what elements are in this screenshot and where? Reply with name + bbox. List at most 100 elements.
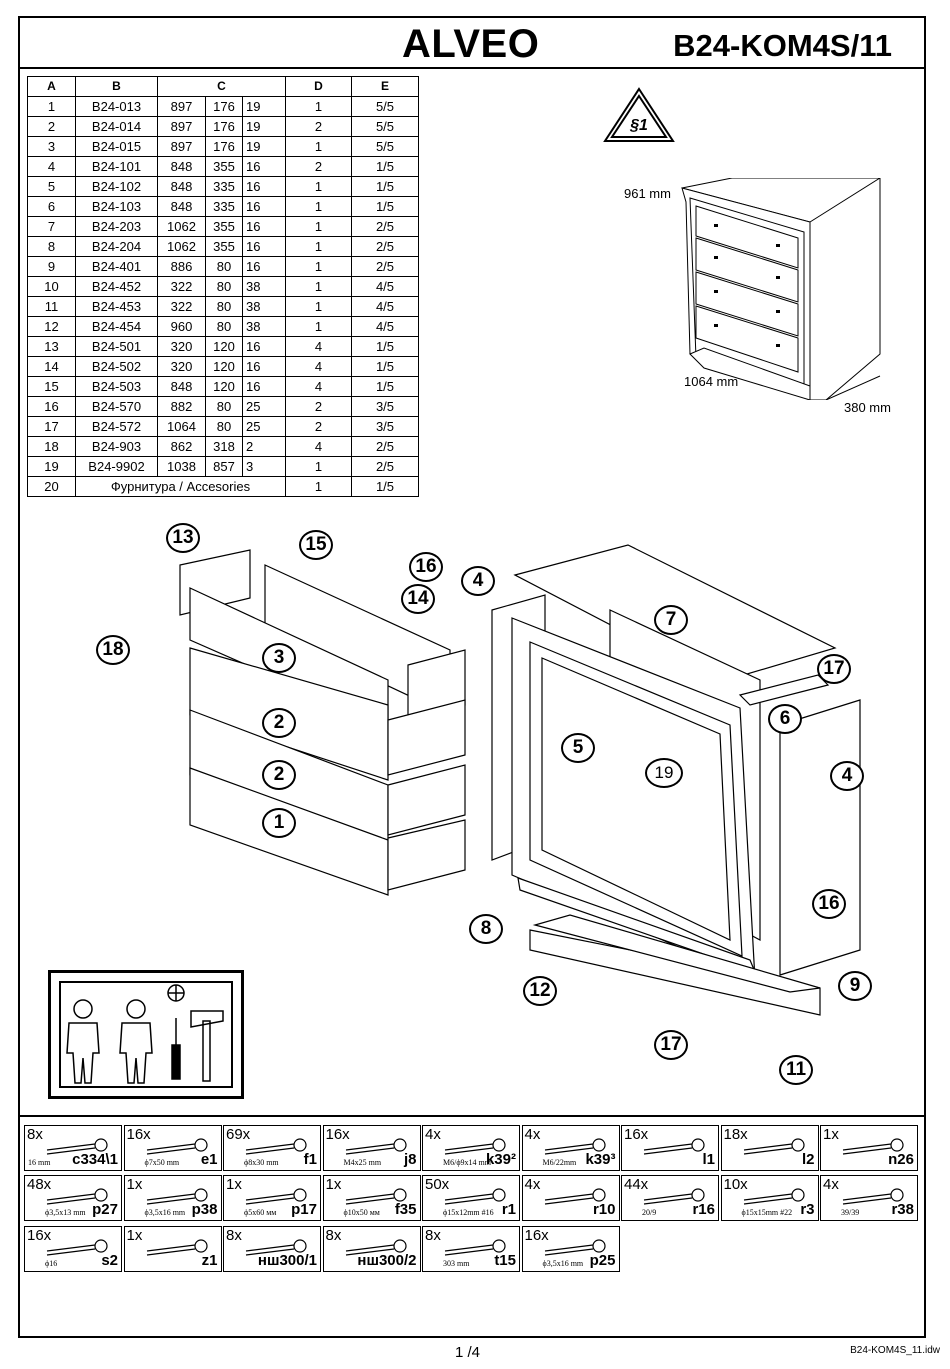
part-callout: 11 [779,1055,813,1085]
hardware-code: j8 [403,1151,417,1168]
header-c: C [157,76,286,97]
hardware-code: p38 [191,1201,218,1218]
row-code: B24-101 [75,156,158,177]
hardware-code: f1 [303,1151,317,1168]
row-box: 5/5 [351,136,419,157]
bolt-icon [345,1138,407,1155]
hardware-dimension: ϕ7x50 mm [144,1158,180,1167]
row-qty: 1 [285,316,352,337]
row-num: 9 [27,256,76,277]
row-thickness: 2 [242,436,286,457]
row-width: 80 [205,296,243,317]
row-num: 16 [27,396,76,417]
row-width: 318 [205,436,243,457]
row-length: 1062 [157,216,206,237]
hardware-code: e1 [200,1151,218,1168]
row-width: 80 [205,396,243,417]
part-callout: 3 [262,643,296,673]
row-num: 17 [27,416,76,437]
row-width: 335 [205,196,243,217]
row-code: B24-203 [75,216,158,237]
row-thickness: 16 [242,196,286,217]
row-width: 355 [205,216,243,237]
hardware-code: r3 [800,1201,815,1218]
row-qty: 1 [285,136,352,157]
row-num: 13 [27,336,76,357]
part-callout: 5 [561,733,595,763]
row-width: 120 [205,376,243,397]
hardware-code: k39³ [585,1151,616,1168]
row-code: B24-452 [75,276,158,297]
row-num: 3 [27,136,76,157]
row-num: 2 [27,116,76,137]
row-box: 5/5 [351,96,419,117]
hardware-code: f35 [394,1201,417,1218]
cam-bolt-icon [643,1188,705,1205]
confirmat-screw-icon [146,1138,208,1155]
hardware-code: t15 [494,1252,516,1269]
hardware-code: n26 [888,1151,914,1168]
connector-icon [842,1188,904,1205]
table-header-row: A B C D E [27,76,419,97]
hardware-code: c334\1 [72,1151,118,1168]
row-thickness: 38 [242,276,286,297]
hardware-code: r1 [501,1201,516,1218]
row-width: 80 [205,416,243,437]
row-box: 2/5 [351,256,419,277]
hardware-dimension: M6/ϕ9x14 mm [443,1158,491,1167]
hardware-code: s2 [101,1252,118,1269]
row-length: 1064 [157,416,206,437]
row-num: 8 [27,236,76,257]
row-code: B24-013 [75,96,158,117]
row-length: 897 [157,96,206,117]
part-callout: 2 [262,760,296,790]
row-qty: 1 [285,196,352,217]
row-code: B24-014 [75,116,158,137]
row-num: 18 [27,436,76,457]
width-dimension: 1064 mm [684,374,739,389]
row-box: 4/5 [351,296,419,317]
hardware-qty: 50x [425,1176,450,1193]
row-length: 886 [157,256,206,277]
row-width: 80 [205,276,243,297]
part-callout: 14 [401,584,435,614]
hardware-dimension: M4x25 mm [343,1158,382,1167]
row-width: 176 [205,96,243,117]
row-code: B24-570 [75,396,158,417]
row-name: Фурнитура / Accesories [75,476,286,497]
row-qty: 4 [285,436,352,457]
row-num: 19 [27,456,76,477]
row-qty: 1 [285,276,352,297]
row-qty: 1 [285,456,352,477]
row-width: 80 [205,256,243,277]
row-num: 4 [27,156,76,177]
row-qty: 2 [285,396,352,417]
table-row: 20 Фурнитура / Accesories 1 1/5 [27,476,419,497]
tools-illustration [66,984,224,1084]
row-length: 897 [157,116,206,137]
hardware-dimension: 39/39 [841,1208,860,1217]
row-length: 1038 [157,456,206,477]
hardware-qty: 1x [126,1227,143,1244]
hardware-code: нш300/1 [257,1252,317,1269]
row-width: 355 [205,156,243,177]
row-code: B24-572 [75,416,158,437]
row-qty: 2 [285,416,352,437]
height-dimension: 961 mm [624,186,671,201]
row-box: 4/5 [351,316,419,337]
hardware-qty: 16x [624,1126,649,1143]
